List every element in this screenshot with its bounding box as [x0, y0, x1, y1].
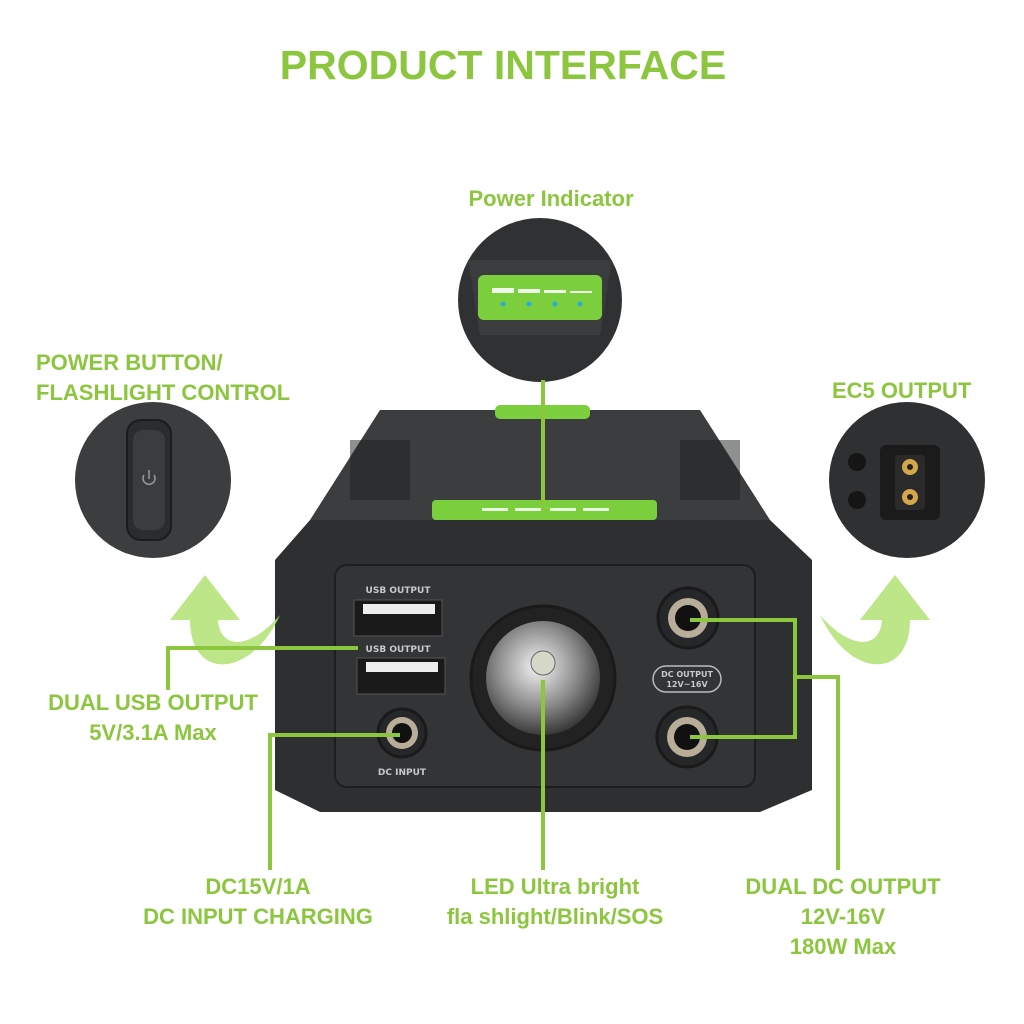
power-indicator-label: Power Indicator [468, 186, 634, 211]
led-reflector [486, 621, 600, 735]
power-button-label-line2: FLASHLIGHT CONTROL [36, 380, 291, 405]
power-indicator-detail [458, 218, 622, 382]
power-button-detail [75, 402, 231, 558]
dual-usb-label-line2: 5V/3.1A Max [89, 720, 217, 745]
arrow-to-ec5 [820, 575, 930, 665]
led-bulb [530, 650, 556, 676]
dual-dc-callout-line2: 12V-16V [800, 904, 886, 929]
top-vents [350, 440, 740, 500]
power-button-label: POWER BUTTON/ FLASHLIGHT CONTROL [36, 348, 290, 408]
dual-dc-callout-line1: DUAL DC OUTPUT [745, 874, 941, 899]
dc-input-callout: DC15V/1A DC INPUT CHARGING [143, 872, 373, 932]
led-callout: LED Ultra bright fla shlight/Blink/SOS [447, 872, 663, 932]
dual-usb-label-line1: DUAL USB OUTPUT [48, 690, 258, 715]
indicator-leds [482, 508, 609, 511]
ec5-output-label: EC5 OUTPUT [832, 378, 972, 403]
usb-port-1 [353, 599, 443, 637]
dc-input-hole [392, 723, 412, 743]
dc-input-callout-line1: DC15V/1A [205, 874, 311, 899]
dc-output-label: DC OUTPUT [661, 670, 713, 679]
usb-port-2 [356, 657, 446, 695]
dc-input-label: DC INPUT [378, 768, 427, 778]
usb-output-label-1: USB OUTPUT [366, 586, 432, 596]
dual-usb-label: DUAL USB OUTPUT 5V/3.1A Max [48, 688, 258, 748]
callout-lines [166, 380, 840, 870]
power-button-label-line1: POWER BUTTON/ [36, 350, 223, 375]
device-top [310, 410, 770, 520]
ec5-output-detail [829, 402, 985, 558]
dual-dc-callout-line3: 180W Max [789, 934, 897, 959]
dc-output-badge [652, 665, 722, 693]
dc-output-range-label: 12V~16V [666, 680, 708, 689]
dual-dc-callout: DUAL DC OUTPUT 12V-16V 180W Max [745, 872, 940, 962]
page-title: PRODUCT INTERFACE [279, 42, 727, 88]
led-callout-line1: LED Ultra bright [470, 874, 640, 899]
led-callout-line2: fla shlight/Blink/SOS [446, 904, 664, 929]
dc-input-callout-line2: DC INPUT CHARGING [143, 904, 373, 929]
arrow-to-power-button [170, 575, 280, 665]
power-icon [142, 470, 156, 485]
usb-output-label-2: USB OUTPUT [366, 645, 432, 655]
